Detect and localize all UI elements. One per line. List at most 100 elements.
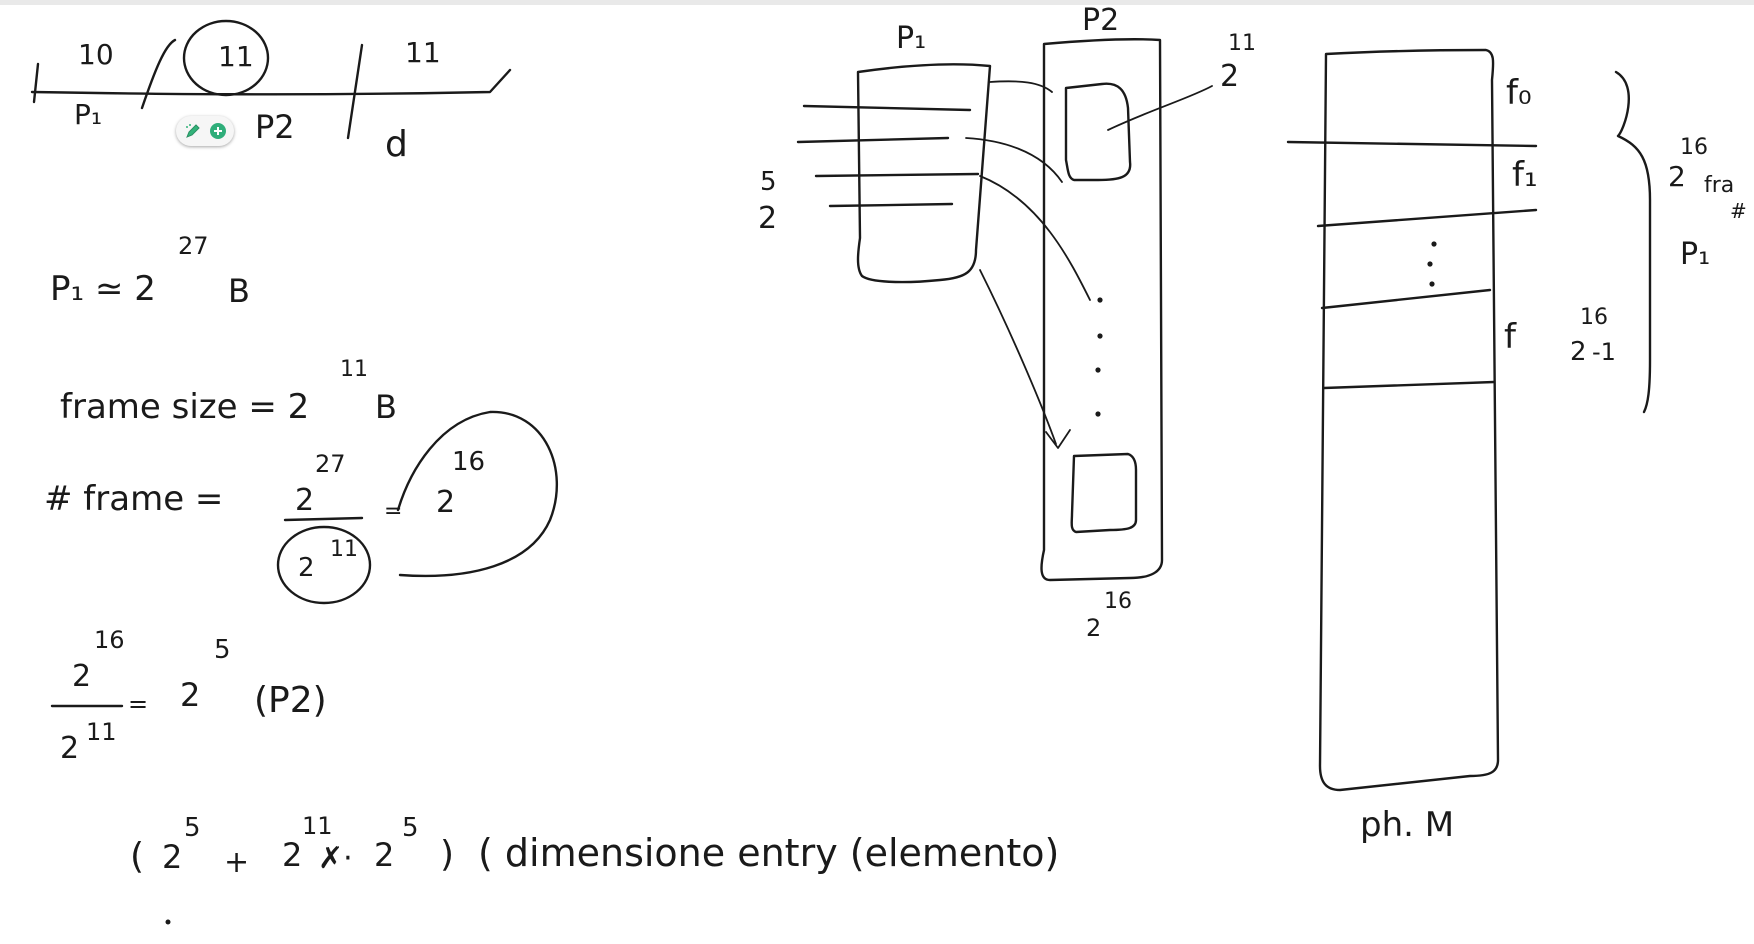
arrow-row3 [979, 175, 1091, 301]
address-seg1: 10 [78, 38, 114, 71]
p1-size-exp: 27 [178, 232, 209, 260]
p2-res-base: 2 [180, 676, 200, 714]
address-p2: P2 [255, 108, 295, 146]
address-seg3: 11 [405, 36, 441, 69]
entry-open-paren: ( [130, 836, 144, 877]
address-diagram: 10 11 11 P₁ P2 d [30, 19, 512, 165]
brace-hash: # [1730, 199, 1747, 223]
entry-c-exp: 5 [402, 813, 419, 843]
p2-ellipsis-dot-2 [1097, 333, 1103, 339]
p2-num-exp: 16 [94, 626, 125, 654]
frame-count-num-base: 2 [295, 483, 314, 518]
p1-row-1 [802, 104, 972, 112]
frame-count-den-exp: 11 [330, 537, 358, 562]
offset-circle [182, 19, 270, 97]
p2-table-last [1070, 452, 1138, 534]
memory-label: ph. M [1360, 805, 1454, 845]
entry-c-base: 2 [374, 836, 394, 874]
address-line [30, 68, 512, 96]
brace-count-text: fra [1704, 173, 1734, 198]
p2-res-exp: 5 [214, 635, 231, 665]
address-divider-1 [140, 38, 177, 110]
frame-size-unit: B [375, 388, 397, 426]
entry-description: ( dimensione entry (elemento) [478, 831, 1059, 875]
entry-size-formula: ( 2 5 + 2 11 ✗· 2 5 ) ( dimensione entry… [130, 812, 1059, 925]
frame-size-lhs: frame size = 2 [60, 387, 309, 427]
arrow-row1 [989, 80, 1053, 93]
frame-count-fraction-bar [283, 516, 364, 522]
frame-count-formula: # frame = 2 27 2 11 = 2 16 [44, 410, 559, 605]
memory-ellipsis-dot-3 [1429, 281, 1435, 287]
memory-row-4 [1322, 380, 1496, 390]
p2-frame-size-exp: 11 [1228, 31, 1256, 56]
p2-tables-label: P2 [1082, 3, 1119, 38]
entry-b-exp: 11 [302, 812, 333, 840]
p1-table: P₁ 2 5 [758, 21, 992, 284]
p1-table-box [856, 63, 992, 284]
frame-last-base: 2 [1570, 337, 1587, 367]
p1-size-formula: P₁ ≃ 2 27 B [50, 232, 250, 310]
p2-tables-count-exp: 16 [1104, 589, 1132, 614]
p1-size-lhs: P₁ ≃ 2 [50, 269, 156, 309]
p1-size-unit: B [228, 272, 250, 310]
p2-tables: P2 2 16 2 11 [1040, 3, 1256, 642]
p2-ellipsis-dot-1 [1097, 297, 1103, 303]
arrow-row2 [965, 137, 1063, 183]
frame-last-suffix: -1 [1592, 338, 1616, 366]
frame-size-formula: frame size = 2 11 B [60, 357, 397, 427]
frame-size-exp: 11 [340, 357, 368, 382]
brace-count-base: 2 [1668, 160, 1686, 193]
p2-tables-count-base: 2 [1086, 614, 1101, 642]
add-icon[interactable] [207, 120, 229, 142]
address-d: d [385, 124, 408, 165]
mapping-arrows [965, 80, 1091, 449]
entry-a-exp: 5 [184, 813, 201, 843]
entry-b-base: 2 [282, 836, 302, 874]
frame-label-last: f [1504, 317, 1517, 357]
address-left-tick [32, 62, 40, 104]
memory-box [1318, 48, 1500, 792]
p1-row-4 [828, 202, 954, 208]
memory-row-2 [1316, 208, 1538, 228]
p2-den-exp: 11 [86, 718, 117, 746]
address-seg2: 11 [218, 40, 254, 73]
memory-ellipsis-dot-1 [1431, 241, 1437, 247]
frame-label-0: f₀ [1506, 73, 1532, 113]
address-p1: P₁ [74, 98, 102, 131]
brace-p1: P₁ [1680, 237, 1710, 272]
p2-ellipsis-dot-3 [1095, 367, 1101, 373]
p2-frame-size-pointer [1107, 85, 1213, 131]
entry-times: ✗· [318, 841, 353, 876]
memory-row-3 [1320, 288, 1492, 310]
frame-count-res-exp: 16 [452, 447, 485, 477]
entry-close-paren: ) [440, 834, 454, 875]
frame-count-num-exp: 27 [315, 450, 346, 478]
pen-icon[interactable] [182, 120, 204, 142]
frame-count-res-base: 2 [436, 485, 455, 520]
p2-ellipsis-dot-4 [1095, 411, 1101, 417]
p2-note: (P2) [254, 680, 327, 721]
pen-toolbar [176, 116, 234, 146]
top-edge [0, 0, 1754, 5]
p1-table-size-base: 2 [758, 201, 777, 236]
stray-dot [165, 919, 171, 925]
p2-table-first [1064, 82, 1132, 182]
p1-table-size-exp: 5 [760, 167, 777, 197]
arrow-row4 [979, 269, 1057, 445]
p2-size-formula: 2 16 2 11 = 2 5 (P2) [50, 626, 327, 766]
physical-memory: ph. M f₀ f₁ f 2 16 -1 [1286, 48, 1616, 845]
frame-count-brace: 2 16 fra # P₁ [1614, 70, 1747, 414]
arrow-row4-head [1045, 429, 1071, 449]
p2-den-base: 2 [60, 731, 79, 766]
p1-table-label: P₁ [896, 21, 926, 56]
frame-count-lhs: # frame = [44, 479, 223, 519]
p2-frame-size-base: 2 [1220, 59, 1239, 94]
frame-count-den-circle [276, 525, 372, 605]
frame-count-den-base: 2 [298, 553, 315, 583]
address-divider-2 [346, 43, 364, 140]
frame-count-eq: = [384, 499, 402, 524]
frame-label-1: f₁ [1512, 155, 1538, 195]
entry-a-base: 2 [162, 838, 182, 876]
p2-tables-column [1040, 38, 1164, 582]
